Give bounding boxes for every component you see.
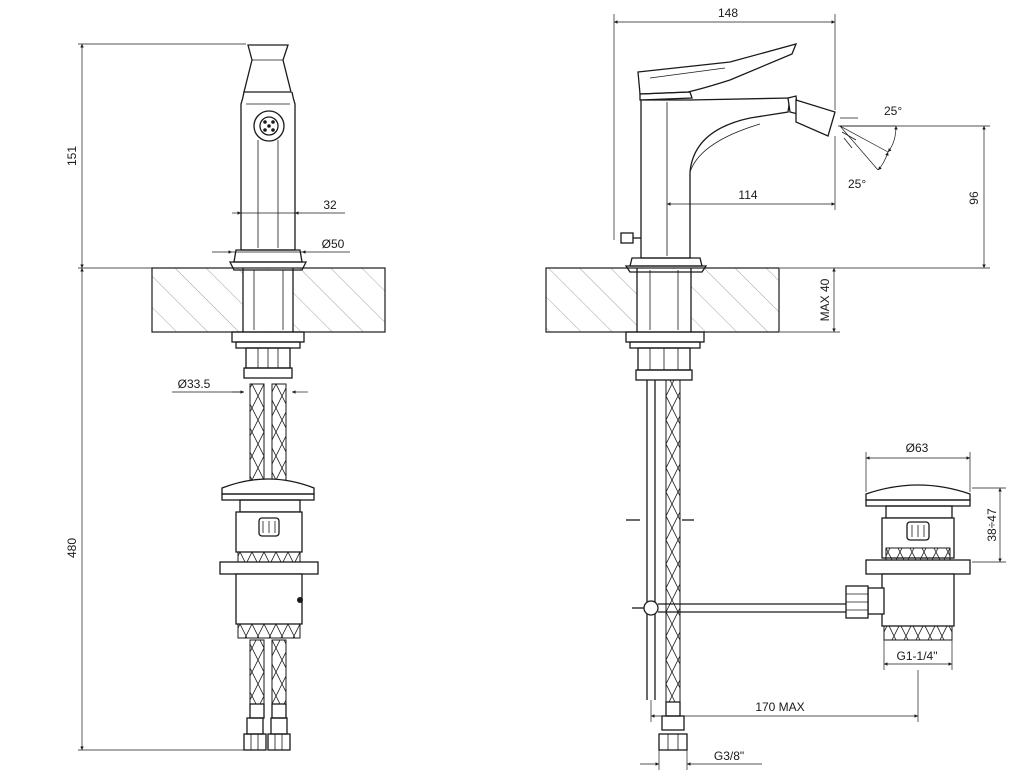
dim-label-38-47: 38÷47: [985, 508, 999, 542]
side-countertop-section: [545, 267, 780, 333]
dim-height-151: 151: [65, 43, 246, 269]
front-fixing-nut: [231, 331, 305, 379]
dim-label-max-40: MAX 40: [818, 278, 832, 321]
front-countertop-section: [151, 267, 386, 333]
dim-diameter-50: Ø50: [212, 237, 350, 254]
front-braided-hoses: [243, 383, 291, 751]
dim-label-diameter-50: Ø50: [322, 237, 345, 251]
dim-label-g1-1-4: G1-1/4": [897, 649, 938, 663]
dim-label-151: 151: [65, 146, 79, 166]
dim-height-480: 480: [65, 268, 244, 751]
front-view: 151 480 32 Ø50 Ø33.5: [65, 43, 386, 751]
front-popup-waste: [219, 478, 319, 639]
dim-label-96: 96: [967, 191, 981, 205]
dim-waste-thread: G1-1/4": [883, 640, 953, 670]
side-braided-hose: [658, 379, 688, 751]
dim-rod-170-max: 170 MAX: [650, 670, 919, 722]
dim-label-g3-8: G3/8": [714, 749, 744, 763]
dim-label-148: 148: [718, 6, 738, 20]
dim-label-170-max: 170 MAX: [755, 700, 804, 714]
dim-label-114: 114: [738, 188, 757, 202]
front-mixer-body: [228, 44, 308, 271]
side-popup-waste: [845, 484, 971, 641]
side-body-spout: [624, 95, 836, 273]
dim-reach-148: 148: [613, 6, 836, 240]
side-fixing-nut: [625, 331, 705, 381]
side-popup-rod: [626, 380, 846, 700]
dim-width-32: 32: [232, 198, 345, 215]
dim-deck-max-40: MAX 40: [780, 268, 840, 333]
dim-label-diameter-33-5: Ø33.5: [178, 377, 211, 391]
dim-hose-thread: G3/8": [640, 749, 762, 770]
dim-label-480: 480: [65, 538, 79, 558]
dim-spray-angles: 25° 25°: [839, 104, 902, 191]
dim-label-diameter-63: Ø63: [906, 441, 929, 455]
side-lever-handle: [637, 43, 798, 101]
side-popup-rod-knob: [620, 232, 641, 244]
dim-waste-height-38-47: 38÷47: [972, 487, 1006, 563]
dim-height-96: 96: [780, 125, 990, 269]
dim-waste-diameter-63: Ø63: [865, 441, 971, 492]
front-popup-knob: [253, 110, 285, 142]
dim-diameter-33-5: Ø33.5: [172, 377, 308, 394]
dim-reach-114: 114: [667, 136, 836, 210]
dim-label-angle-up: 25°: [884, 104, 902, 118]
side-view: 148 114 96 25° 25°: [545, 6, 1006, 770]
dim-label-32: 32: [323, 198, 337, 212]
dim-label-angle-down: 25°: [848, 177, 866, 191]
